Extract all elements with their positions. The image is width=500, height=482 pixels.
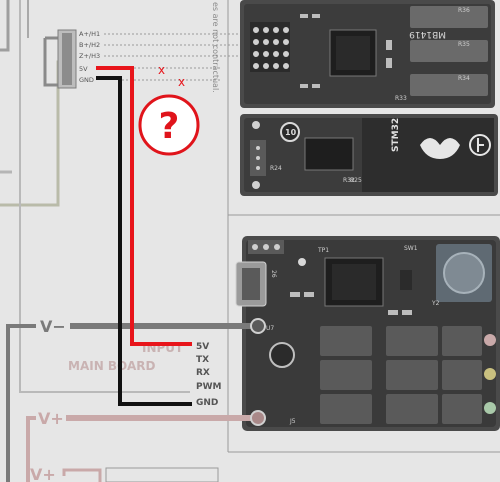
silk-label: U7: [266, 325, 274, 332]
top-board-header: [250, 22, 290, 72]
silk-label: R24: [270, 165, 282, 172]
mosfet-grid-cell: [320, 394, 372, 424]
stm32-board: 10 R32 R25 R24 STM32: [240, 114, 498, 196]
mosfet-grid-cell: [386, 360, 438, 390]
mosfet-grid-cell: [442, 360, 482, 390]
chip-marking: MB1419: [409, 29, 446, 39]
silk-label: R25: [350, 177, 362, 184]
main-board-pin-label: RX: [196, 368, 210, 378]
mosfet-grid-cell: [442, 326, 482, 356]
main-board-pin-label: 5V: [196, 342, 209, 352]
button-switch: [400, 270, 412, 290]
v-plus-bottom-label: V+: [30, 465, 56, 482]
output-pad: [484, 402, 496, 414]
output-pad: [484, 368, 496, 380]
main-board-title: MAIN BOARD: [68, 359, 155, 373]
v-plus-rail-left: [26, 416, 36, 482]
silk-label: R33: [395, 95, 407, 102]
cross-mark-5v: x: [158, 63, 165, 77]
question-mark-icon: ?: [159, 106, 180, 147]
top-board-chip-die: [336, 36, 370, 70]
silk-label: R35: [458, 41, 470, 48]
question-mark-badge: [138, 94, 200, 156]
stm32-chip: [304, 137, 354, 171]
silk-label: Y2: [431, 300, 440, 307]
mosfet-grid-cell: [320, 326, 372, 356]
silk-label: R32: [343, 177, 355, 184]
side-note: es are not contractual.: [211, 2, 220, 93]
top-board: MB1419 R36 R35 R34 R33: [240, 0, 495, 108]
v-plus-terminal: [250, 410, 266, 426]
wire-long-grey: [19, 0, 120, 393]
main-board-pin-label: PWM: [196, 382, 222, 392]
mount-hole: [252, 121, 260, 129]
circle-badge-text: 10: [285, 128, 297, 137]
inductor: [269, 342, 295, 368]
connector-pin-label: GND: [79, 76, 94, 84]
v-plus-bottom-wire: [62, 468, 102, 482]
mosfet-grid-cell: [386, 394, 438, 424]
mosfet-3: [410, 74, 488, 96]
silk-label: TP1: [317, 247, 329, 254]
connector-pin-label: B+/H2: [79, 41, 100, 49]
mosfet-1: [410, 6, 488, 28]
potentiometer-knob: [443, 252, 485, 294]
connector-pin-label: A+/H1: [79, 30, 100, 38]
usb-label: 26: [270, 270, 277, 278]
test-point: [298, 258, 306, 266]
v-plus-label: V+: [38, 409, 64, 428]
mosfet-grid-cell: [442, 394, 482, 424]
mosfet-grid-cell: [386, 326, 438, 356]
stm32-label: STM32: [391, 118, 401, 152]
silk-label: R34: [458, 75, 470, 82]
cross-mark-gnd: x: [178, 75, 185, 89]
mosfet-grid-cell: [320, 360, 372, 390]
silk-label: SW1: [404, 245, 418, 252]
connector-pin-label: Z+/H3: [79, 52, 100, 60]
v-minus-terminal: [250, 318, 266, 334]
gnd-wire-black: [96, 76, 192, 406]
5v-wire-red: [96, 66, 192, 346]
mosfet-2: [410, 40, 488, 62]
mount-hole: [252, 181, 260, 189]
output-pad: [484, 334, 496, 346]
control-board: 26 TP1 Y2 SW1 U7 J5: [235, 236, 500, 431]
circle-badge: [280, 122, 300, 142]
st-logo-icon: [420, 138, 460, 159]
v-minus-rail-left: [6, 324, 36, 482]
v-minus-label: V−: [40, 317, 66, 336]
silk-label: J5: [289, 418, 296, 425]
connector-housing-inner: [62, 33, 72, 85]
wire-left-top: [0, 0, 10, 52]
ce-logo-icon: [469, 134, 491, 156]
silk-label: R36: [458, 7, 470, 14]
bottom-connector: [105, 467, 219, 482]
ce-logo-icon-stroke: [477, 138, 484, 152]
usb-port-inner: [242, 268, 260, 300]
connector-pin-label: 5V: [79, 65, 88, 73]
main-board-pin-label: TX: [196, 355, 209, 365]
main-board-pin-label: GND: [196, 398, 218, 408]
